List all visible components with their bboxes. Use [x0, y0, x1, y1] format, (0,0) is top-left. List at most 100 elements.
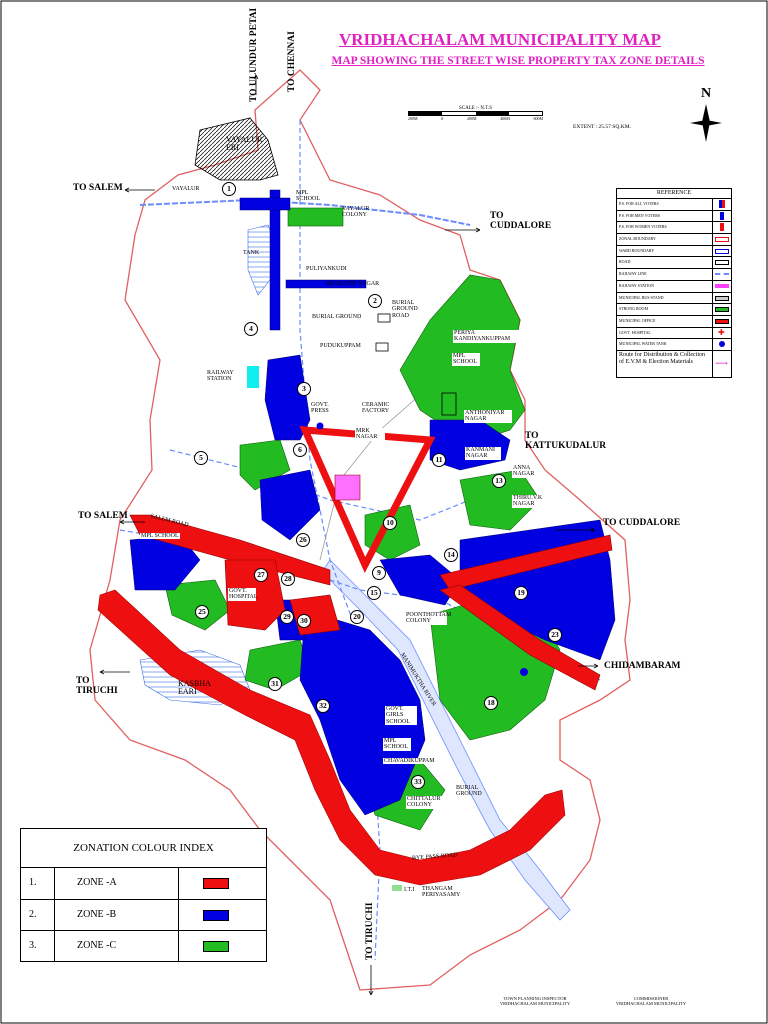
- zone-a-areas: [129, 426, 613, 691]
- ward-number: 2: [368, 294, 382, 308]
- label-mpl-school-top: MPL SCHOOL: [296, 190, 321, 203]
- dir-cuddalore-top: TO CUDDALORE: [490, 211, 552, 231]
- scale-tick: 600M: [533, 116, 543, 121]
- legend-row: ZONAL BOUNDARY: [617, 234, 731, 246]
- legend-row: ROAD: [617, 257, 731, 270]
- legend-row: MUNICIPAL WATER TANK: [617, 339, 731, 351]
- label-mpl-school-left: MPL SCHOOL: [140, 533, 180, 540]
- dir-chidambaram: CHIDAMBARAM: [604, 661, 681, 671]
- label-vayalur-colony: VAYALUR COLONY: [342, 206, 370, 219]
- ward-number: 14: [444, 548, 458, 562]
- scale-tick: 0: [441, 116, 444, 121]
- ward-number: 3: [297, 382, 311, 396]
- legend-row: WARD BOUNDARY: [617, 245, 731, 258]
- label-iti: I.T.I: [392, 885, 414, 893]
- map-title: VRIDHACHALAM MUNICIPALITY MAP: [338, 30, 662, 49]
- scale-tick: 200M: [408, 116, 418, 121]
- label-chittalur-colony: CHITTALUR COLONY: [406, 796, 446, 809]
- arrow-right-icon: ⟶: [715, 357, 728, 368]
- ward-number: 1: [222, 182, 236, 196]
- label-railway-station: RAILWAY STATION: [207, 370, 234, 383]
- ward-number: 18: [484, 696, 498, 710]
- manimuktha-river: [321, 559, 571, 921]
- legend-row: MUNICIPAL BUS STAND: [617, 292, 731, 305]
- label-periya-kandiyankuppam: PERIYA KANDIYANKUPPAM: [453, 330, 525, 343]
- legend-row: RAILWAY LINE: [617, 269, 731, 281]
- ward-number: 33: [411, 775, 425, 789]
- label-kanmani-nagar: KANMANI NAGAR: [465, 447, 501, 460]
- map-subtitle: MAP SHOWING THE STREET WISE PROPERTY TAX…: [331, 55, 705, 67]
- label-govt-press: GOVT. PRESS: [311, 402, 329, 415]
- ward-number: 10: [383, 516, 397, 530]
- dir-kattukudalur: TO KATTUKUDALUR: [525, 431, 607, 451]
- label-chavadikuppam: CHAVADIKUPPAM: [383, 758, 436, 765]
- reference-title: REFERENCE: [617, 189, 731, 199]
- zone-index-title: ZONATION COLOUR INDEX: [21, 829, 266, 868]
- label-anna-nagar: ANNA NAGAR: [512, 465, 540, 478]
- label-bharathi-nagar: BHARATHI NAGAR: [326, 281, 380, 287]
- ward-number: 23: [548, 628, 562, 642]
- vayalur-eri-lake: [194, 117, 279, 181]
- cross-icon: ✚: [718, 327, 725, 337]
- label-govt-girls-school: GOVT. GIRLS SCHOOL: [385, 706, 417, 725]
- label-mrk-nagar: MRK NAGAR: [355, 428, 385, 441]
- ward-number: 20: [350, 610, 364, 624]
- dir-chennai: TO CHENNAI: [287, 31, 297, 92]
- signature-right: COMMISSIONER VRIDHACHALAM MUNICIPALITY: [615, 996, 687, 1006]
- label-kasbha-eari: KASBHA EARI: [178, 679, 211, 697]
- water-tank-marker: [520, 668, 528, 676]
- dir-tiruchi-bottom: TO TIRUCHI: [365, 902, 375, 960]
- zone-row: 2. ZONE -B: [21, 899, 266, 931]
- label-mpl-school-mid: MPL SCHOOL: [452, 353, 480, 366]
- ward-number: 28: [281, 572, 295, 586]
- legend-row: MUNICIPAL OFFICE: [617, 315, 731, 328]
- legend-row: P.S. FOR ALL VOTERS: [617, 199, 731, 211]
- label-tank: TANK: [243, 250, 260, 256]
- label-puliyankudi: PULIYANKUDI: [306, 266, 347, 272]
- label-thiru-vk-nagar: THIRU.V.K NAGAR: [512, 495, 544, 508]
- label-anthoniyar-nagar: ANTHONIYAR NAGAR: [464, 410, 512, 423]
- dir-ulundur: TO ULUNDUR PETAI: [249, 7, 259, 102]
- bye-pass-road: [97, 589, 566, 886]
- direction-arrows: [99, 74, 599, 996]
- label-govt-hospital: GOVT. HOSPITAL: [228, 588, 258, 601]
- label-vayalur-eri: VAYALUR ERI: [226, 135, 263, 153]
- signature-left: TOWN PLANNING INSPECTOR VRIDHACHALAM MUN…: [499, 996, 571, 1006]
- dir-salem-top: TO SALEM: [73, 183, 123, 193]
- label-burial-ground-road: BURIAL GROUND ROAD: [392, 300, 418, 319]
- ward-number: 9: [372, 566, 386, 580]
- dir-cuddalore-mid: TO CUDDALORE: [603, 518, 681, 528]
- ward-number: 26: [296, 533, 310, 547]
- label-pudukuppam: PUDUKUPPAM: [320, 343, 361, 349]
- legend-row: P.S. FOR MEN VOTERS: [617, 210, 731, 223]
- ward-number: 27: [254, 568, 268, 582]
- ward-number: 6: [293, 443, 307, 457]
- label-ceramic-factory: CERAMIC FACTORY: [362, 402, 390, 415]
- ward-number: 5: [194, 451, 208, 465]
- zone-row: 3. ZONE -C: [21, 931, 266, 962]
- ward-number: 11: [432, 453, 446, 467]
- legend-row: RAILWAY STATION: [617, 280, 731, 293]
- label-burial-ground: BURIAL GROUND: [312, 314, 362, 320]
- ward-number: 15: [367, 586, 381, 600]
- legend-row: GOVT. HOSPITAL✚: [617, 327, 731, 340]
- label-mpl-school-low: MPL SCHOOL: [383, 738, 411, 751]
- label-poonthottam-colony: POONTHOTTAM COLONY: [405, 612, 452, 625]
- legend-route-row: Route for Distribution & Collection of E…: [617, 350, 731, 377]
- ward-number: 31: [268, 677, 282, 691]
- zone-row: 1. ZONE -A: [21, 868, 266, 900]
- scale-label: SCALE :- N.T.S: [459, 106, 492, 111]
- ward-number: 19: [514, 586, 528, 600]
- north-label: N: [700, 86, 712, 101]
- north-arrow-icon: N: [688, 86, 724, 146]
- ward-number: 32: [316, 699, 330, 713]
- ward-number: 25: [195, 605, 209, 619]
- reference-legend: REFERENCE P.S. FOR ALL VOTERS P.S. FOR M…: [616, 188, 732, 378]
- dir-salem-mid: TO SALEM: [78, 511, 128, 521]
- dir-tiruchi-left: TO TIRUCHI: [76, 676, 118, 696]
- zonation-colour-index: ZONATION COLOUR INDEX 1. ZONE -A 2. ZONE…: [20, 828, 267, 962]
- label-burial-ground-low: BURIAL GROUND: [456, 785, 482, 798]
- ward-number: 13: [492, 474, 506, 488]
